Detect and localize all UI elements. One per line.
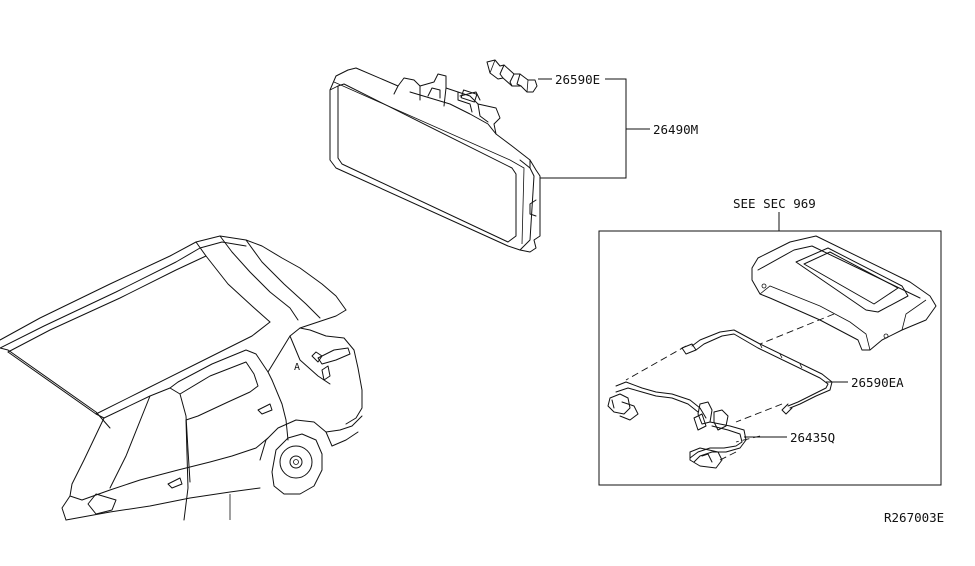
bulb-part: [486, 59, 538, 93]
part-number-26590ea: 26590EA: [851, 375, 904, 390]
spoiler-housing-part: [751, 235, 937, 351]
view-marker-a: A: [294, 362, 300, 373]
drawing-id: R267003E: [884, 510, 944, 525]
detail-box: [598, 230, 942, 486]
part-number-26590e: 26590E: [555, 72, 600, 87]
connector-part: [607, 381, 747, 469]
harness-part: [681, 329, 833, 415]
section-reference-label: SEE SEC 969: [733, 196, 816, 211]
lamp-assembly-part: [329, 67, 541, 253]
vehicle-illustration: [0, 235, 363, 521]
part-number-26490m: 26490M: [653, 122, 698, 137]
part-number-26435q: 26435Q: [790, 430, 835, 445]
